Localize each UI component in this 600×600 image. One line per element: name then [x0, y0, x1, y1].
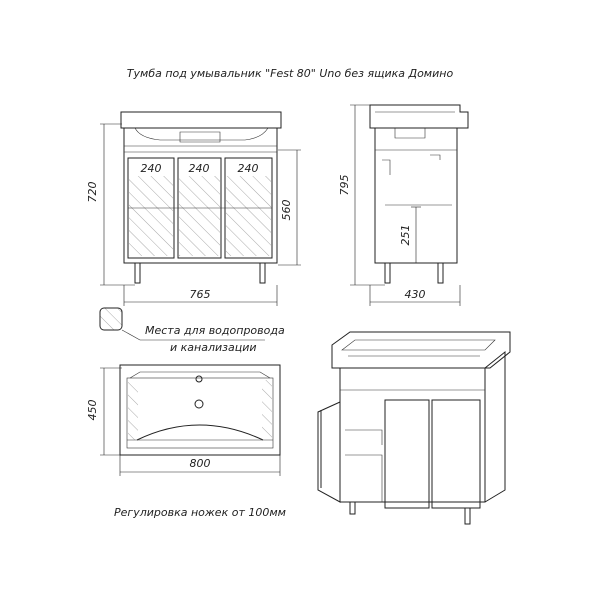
legend-line-1: Места для водопровода: [145, 324, 285, 337]
top-width-label: 800: [190, 457, 211, 470]
side-depth-label: 430: [405, 288, 426, 301]
top-view: 450 800: [86, 364, 281, 476]
front-door-height-label: 560: [280, 200, 293, 221]
door-width-2: 240: [189, 162, 210, 175]
front-height-label: 720: [86, 182, 99, 203]
footer-note: Регулировка ножек от 100мм: [114, 506, 286, 519]
door-width-3: 240: [238, 162, 259, 175]
legend-line-2: и канализации: [170, 341, 257, 354]
top-depth-label: 450: [86, 400, 99, 421]
side-height-label: 795: [338, 175, 351, 196]
drawing-title: Тумба под умывальник "Fest 80" Uno без я…: [127, 67, 454, 80]
isometric-view: [317, 331, 511, 525]
front-view: 240 240 240 720 560 765: [86, 111, 301, 306]
door-width-1: 240: [141, 162, 162, 175]
plumbing-legend: Места для водопровода и канализации: [99, 307, 285, 354]
front-width-label: 765: [190, 288, 211, 301]
side-shelf-height-label: 251: [399, 225, 412, 246]
side-view: 795 251 430: [338, 104, 469, 306]
